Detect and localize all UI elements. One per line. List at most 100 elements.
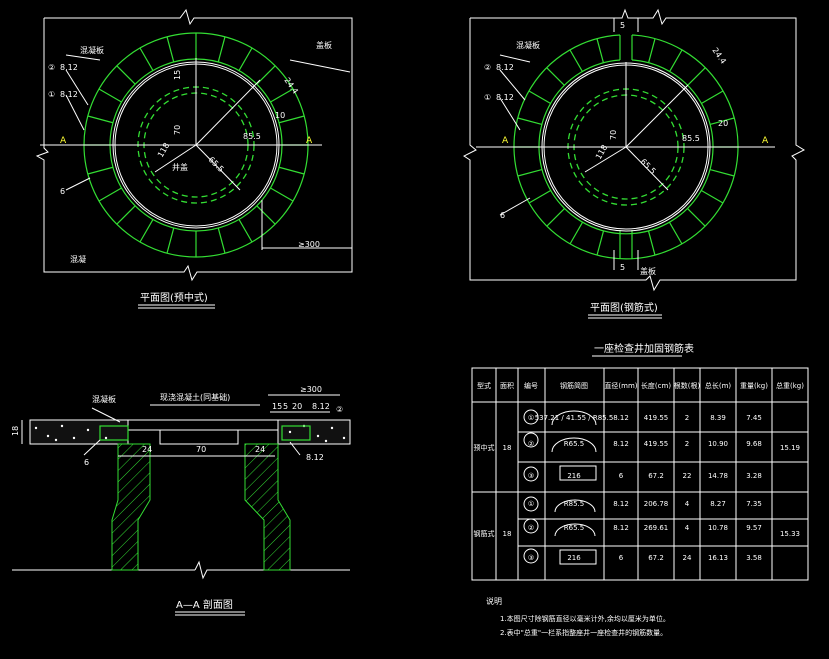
table-header: 直径(mm) [604,381,637,390]
table-cell-wt: 3.58 [746,554,762,562]
plan-right-title: 平面图(钢筋式) [590,301,658,314]
pl-dim-70: 70 [173,125,182,135]
pl-dim-118: 118 [156,141,171,159]
ring-segment [217,227,226,254]
ring-segment [647,230,656,256]
ring-segment [139,219,154,243]
table-header: 总长(m) [705,381,732,390]
pr-dim-5b: 5 [620,263,625,272]
aggregate-mark [72,436,76,440]
table-cell-wt: 3.28 [746,472,762,480]
pl-dim-24: 24.4 [282,76,300,96]
table-cell-len: 419.55 [644,414,669,422]
aggregate-mark [46,434,50,438]
sec-dim-20: 20 [292,402,302,411]
ring-segment [116,65,136,85]
ring-segment [217,36,226,63]
pl-rebar-812b: 8.12 [60,90,78,99]
aggregate-mark [34,426,38,430]
table-area: 18 [503,530,512,538]
pl-tag-bottom: 混凝 [70,254,86,264]
sec-dim-18: 18 [11,426,20,436]
ring-segment [647,38,656,64]
ring-segment [278,115,305,124]
table-cell-len: 269.61 [644,524,669,532]
table-cell-sketch: R85.5 [564,500,584,508]
table-cell-dia: 8.12 [613,440,629,448]
table-cell-wt: 7.45 [746,414,762,422]
pl-sec-a-right: A [306,136,313,146]
ring-segment [270,88,294,103]
aggregate-mark [288,430,292,434]
table-cell-cnt: 2 [685,440,689,448]
ring-segment [668,49,683,72]
pr-dim-24: 24.4 [710,46,728,66]
table-cell-cnt: 24 [683,554,692,562]
ring-segment [546,67,565,86]
table-header: 长度(cm) [641,381,671,390]
pl-dim-10: 10 [275,111,285,120]
pl-dim-300: ≥300 [298,240,320,249]
pr-callout-2: ② [484,63,491,72]
pr-rebar-812a: 8.12 [496,63,514,72]
table-header: 总重(kg) [776,381,804,390]
plan-right [463,8,806,292]
aggregate-mark [54,438,58,442]
ring-segment [87,115,114,124]
pr-sec-a-right: A [762,136,769,146]
table-cell-tot: 16.13 [708,554,728,562]
sec-dim-24a: 24 [142,445,152,454]
table-cell-no: ③ [528,472,534,480]
table-cell-wt: 9.68 [746,440,762,448]
table-header: 编号 [524,381,538,390]
notes-line1: 1.本图尺寸除钢筋直径以毫米计外,余均以厘米为单位。 [500,614,670,623]
ring-segment [166,36,175,63]
aggregate-mark [60,424,64,428]
pl-callout-1: ① [48,90,55,99]
table-area: 18 [503,444,512,452]
ring-segment [596,38,605,64]
sec-dim-24b: 24 [255,445,265,454]
sec-callout-2: ② [336,405,343,414]
pr-rebar-812b: 8.12 [496,93,514,102]
table-cell-wt: 9.57 [746,524,762,532]
ring-segment [98,187,122,202]
table-cell-len: 67.2 [648,472,664,480]
table-cell-cnt: 2 [685,414,689,422]
ring-segment [87,166,114,175]
ring-segment [517,168,543,177]
table-total: 15.33 [780,530,800,538]
pl-tag-center: 井盖 [172,162,188,172]
ring-segment [116,205,136,225]
ring-segment [139,47,154,71]
sec-rebar-6: 6 [84,458,89,467]
ring-segment [569,49,584,72]
ring-segment [517,117,543,126]
table-cell-sketch: 216 [567,472,581,480]
table-cell-sketch: 537.21 / 41.55 / R85.5 [535,414,614,422]
table-header: 面积 [500,381,514,390]
table-header: 钢筋简图 [560,381,588,390]
aggregate-mark [324,439,328,443]
table-cell-no: ② [528,524,534,532]
table-cell-tot: 8.27 [710,500,726,508]
ring-segment [278,166,305,175]
table-cell-tot: 14.78 [708,472,728,480]
pl-dim-15: 15 [173,70,182,80]
plan-left [35,8,353,282]
table-type: 钢筋式 [474,529,495,538]
table-cell-dia: 8.12 [613,524,629,532]
pr-dim-655: 65.5 [639,157,658,176]
sec-tag-b: 现浇混凝土(同基础) [160,392,230,402]
ring-segment [546,208,565,227]
ring-segment [256,65,276,85]
table-cell-tot: 8.39 [710,414,726,422]
ring-segment [701,90,724,105]
table-cell-no: ① [528,500,534,508]
table-cell-sketch: 216 [567,554,581,562]
table-cell-len: 419.55 [644,440,669,448]
ring-segment [528,90,551,105]
table-cell-no: ③ [528,554,534,562]
rebar-table [471,367,809,581]
